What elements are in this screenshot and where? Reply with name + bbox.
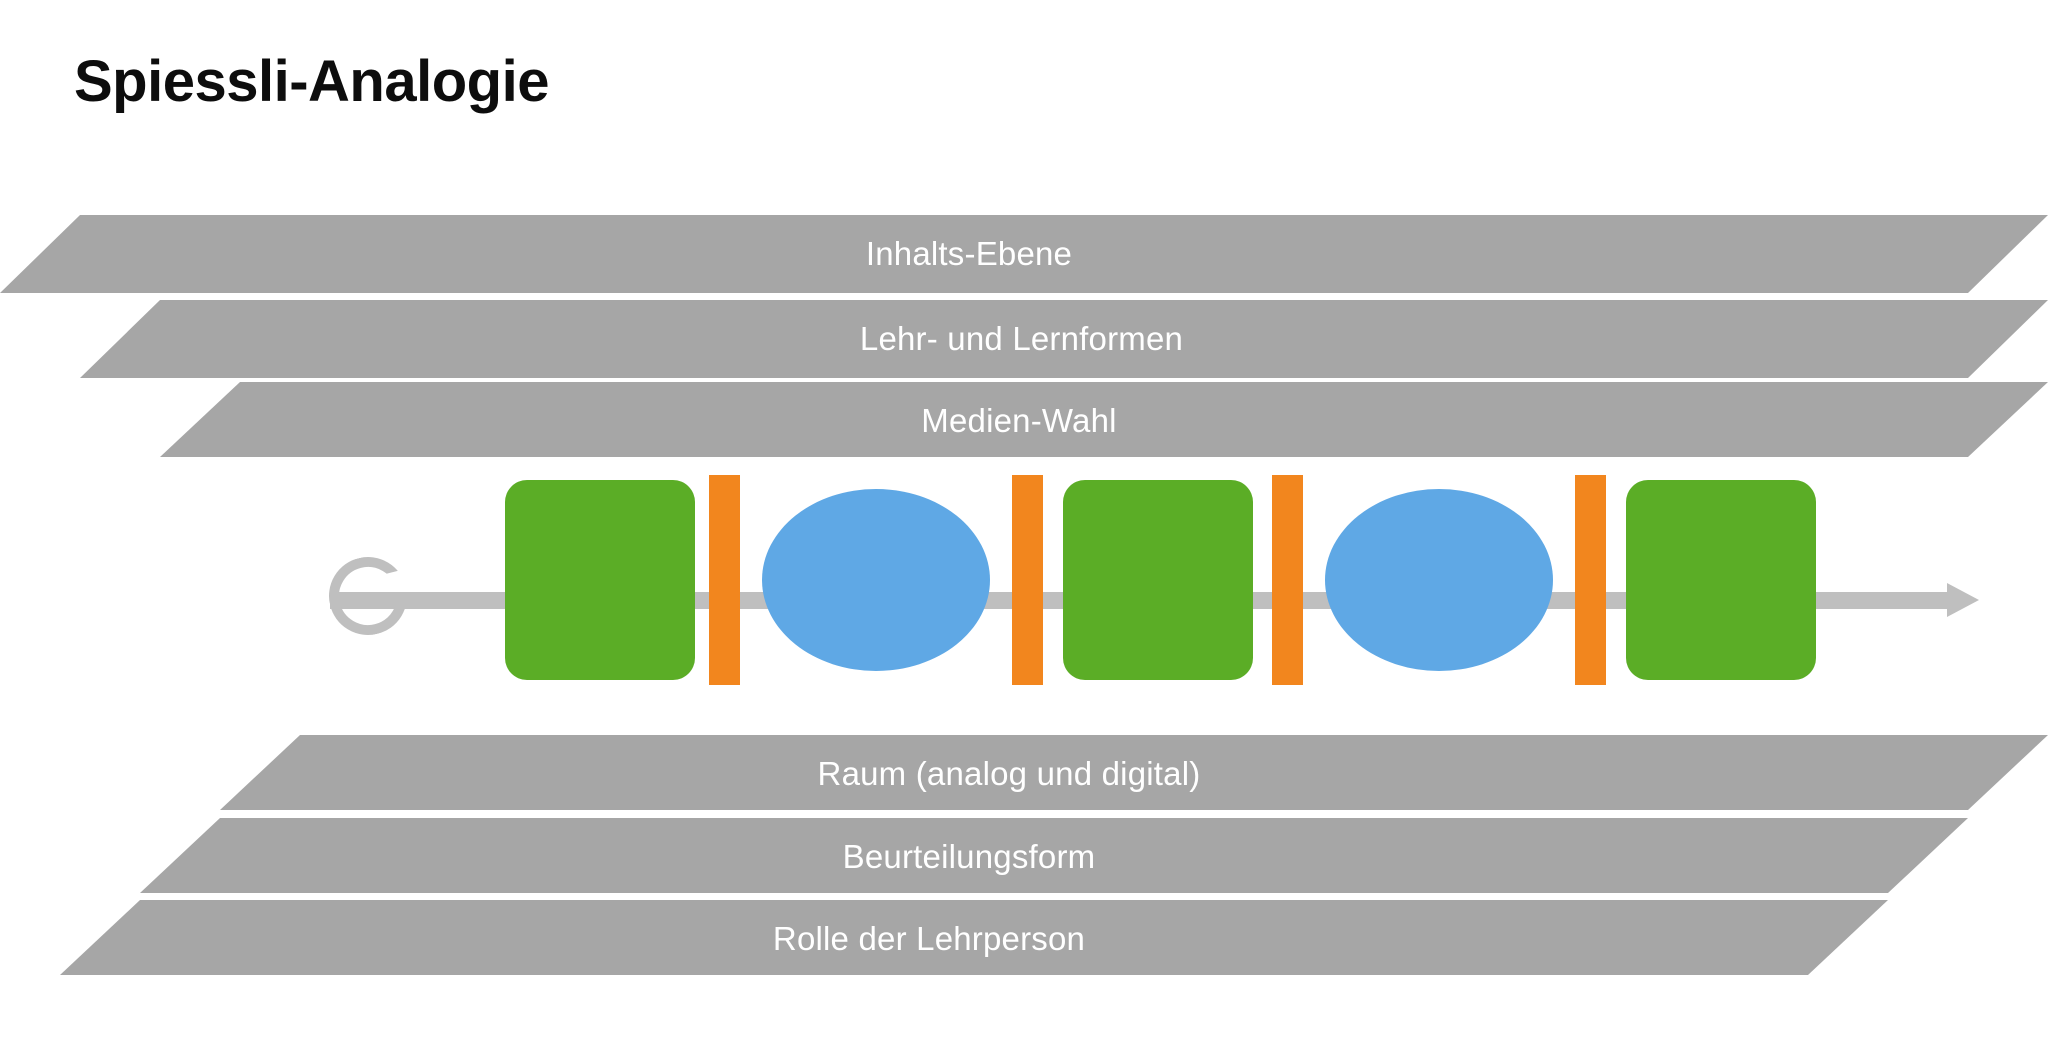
banner-medien-wahl[interactable]: Medien-Wahl — [0, 382, 2048, 460]
bead-orange-3[interactable] — [1272, 475, 1303, 685]
banner-raum-analog-und-digital[interactable]: Raum (analog und digital) — [0, 735, 2048, 813]
banner-label: Raum (analog und digital) — [817, 755, 1201, 792]
page-title: Spiessli-Analogie — [74, 49, 549, 114]
bead-orange-4[interactable] — [1575, 475, 1606, 685]
bead-orange-2[interactable] — [1012, 475, 1043, 685]
banner-rolle-der-lehrperson[interactable]: Rolle der Lehrperson — [0, 900, 2048, 978]
banner-shape — [220, 735, 2048, 810]
banner-beurteilungsform[interactable]: Beurteilungsform — [0, 818, 2048, 896]
banner-label: Medien-Wahl — [921, 402, 1117, 439]
bead-orange-1[interactable] — [709, 475, 740, 685]
top-banner-stack: Inhalts-Ebene Lehr- und Lernformen Medie… — [0, 215, 2048, 460]
banner-shape — [0, 215, 2048, 293]
banner-shape — [160, 382, 2048, 457]
banner-label: Rolle der Lehrperson — [772, 920, 1086, 957]
banner-lehr-und-lernformen[interactable]: Lehr- und Lernformen — [0, 300, 2048, 378]
bottom-banner-stack: Raum (analog und digital) Beurteilungsfo… — [0, 735, 2048, 980]
banner-shape — [60, 900, 1888, 975]
bead-green-3[interactable] — [1626, 480, 1816, 680]
bead-blue-2[interactable] — [1325, 489, 1553, 671]
skewer-diagram — [0, 470, 2048, 730]
banner-inhalts-ebene[interactable]: Inhalts-Ebene — [0, 215, 2048, 293]
banner-shape — [80, 300, 2048, 378]
banner-label: Lehr- und Lernformen — [859, 320, 1184, 357]
banner-label: Beurteilungsform — [842, 838, 1096, 875]
skewer-point-tip-icon — [1947, 583, 1979, 617]
bead-blue-1[interactable] — [762, 489, 990, 671]
banner-shape — [140, 818, 1968, 893]
bead-green-2[interactable] — [1063, 480, 1253, 680]
bead-green-1[interactable] — [505, 480, 695, 680]
banner-label: Inhalts-Ebene — [865, 235, 1073, 272]
